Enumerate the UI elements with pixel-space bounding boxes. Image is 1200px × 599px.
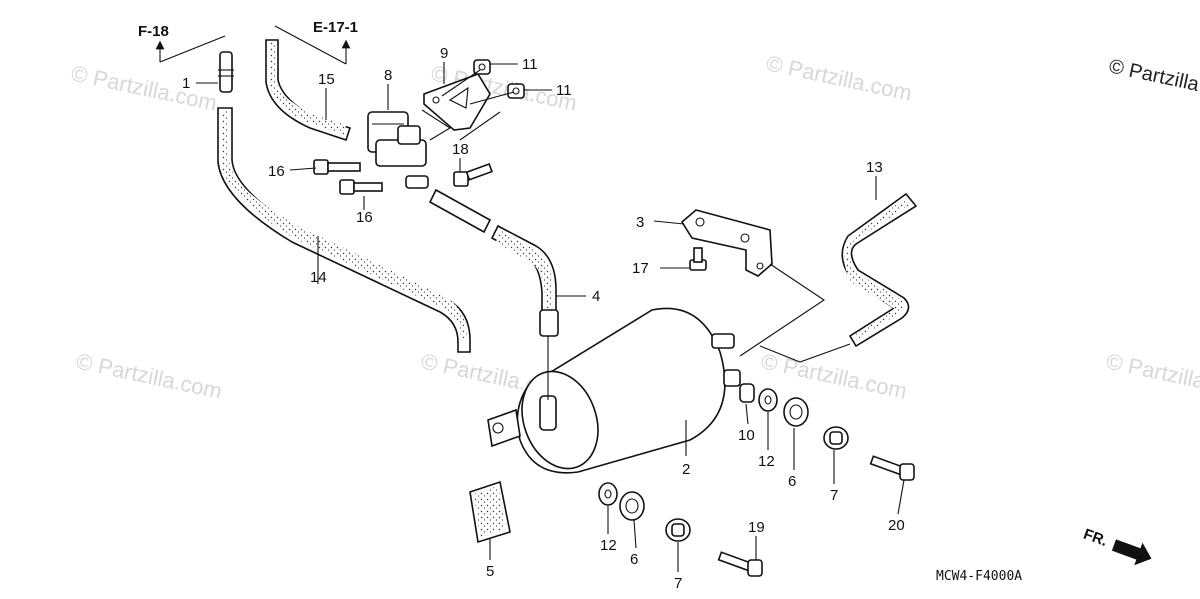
part-1-joint — [218, 51, 234, 93]
part-7-collar-a — [823, 426, 849, 450]
part-4-hose — [428, 188, 559, 337]
watermark-7: © Partzilla.com — [1104, 348, 1200, 403]
callout-6-right: 6 — [788, 473, 796, 490]
callout-2: 2 — [682, 461, 690, 478]
part-13-hose — [841, 192, 918, 348]
callout-8: 8 — [384, 67, 392, 84]
callout-1: 1 — [182, 75, 190, 92]
reference-e171: E-17-1 — [274, 19, 358, 65]
callout-3: 3 — [636, 214, 644, 231]
front-indicator-label: FR. — [1081, 526, 1110, 550]
watermark-1: © Partzilla.com — [69, 60, 219, 115]
part-10-collar — [739, 383, 755, 403]
part-19-bolt — [717, 551, 763, 577]
part-12-washer-b — [598, 482, 618, 506]
guide-lines — [421, 69, 851, 400]
callout-12-right: 12 — [758, 453, 775, 470]
callout-7-bottom: 7 — [674, 575, 682, 592]
reference-e171-label: E-17-1 — [313, 19, 358, 36]
callout-18: 18 — [452, 141, 469, 158]
part-3-bracket — [680, 209, 773, 277]
callout-15: 15 — [318, 71, 335, 88]
callout-20: 20 — [888, 517, 905, 534]
watermark-6: © Partzilla.com — [759, 348, 909, 403]
part-11-nut-b — [507, 83, 525, 99]
copyright-notice: © Partzilla — [1107, 55, 1200, 96]
part-15-hose — [265, 39, 352, 142]
part-2-canister — [487, 307, 741, 474]
front-indicator: FR. — [1081, 526, 1152, 566]
part-20-bolt — [869, 455, 915, 481]
part-6-grommet-b — [619, 491, 645, 521]
part-16-bolt-b — [339, 179, 383, 195]
callout-16-left: 16 — [268, 163, 285, 180]
part-11-nut-a — [473, 59, 491, 75]
callout-14: 14 — [310, 269, 327, 286]
part-9-bracket — [423, 73, 491, 131]
leader-lines — [196, 62, 905, 572]
part-12-washer-a — [758, 388, 778, 412]
part-7-collar-b — [665, 518, 691, 542]
part-16-bolt-a — [313, 159, 361, 175]
part-8-solenoid-valve — [367, 111, 429, 189]
part-5-pad — [469, 480, 511, 544]
callout-16-bottom: 16 — [356, 209, 373, 226]
callout-9: 9 — [440, 45, 448, 62]
front-arrow-icon — [1111, 539, 1152, 566]
callout-11-lower: 11 — [556, 82, 572, 99]
callout-10: 10 — [738, 427, 755, 444]
callout-7-right: 7 — [830, 487, 838, 504]
reference-f18-label: F-18 — [138, 23, 169, 40]
callout-12-bottom: 12 — [600, 537, 617, 554]
callout-17: 17 — [632, 260, 649, 277]
callout-13: 13 — [866, 159, 883, 176]
watermark-4: © Partzilla.com — [74, 348, 224, 403]
reference-f18: F-18 — [138, 23, 226, 63]
callout-19: 19 — [748, 519, 765, 536]
part-6-grommet-a — [783, 397, 809, 427]
callout-5: 5 — [486, 563, 494, 580]
callout-6-bottom: 6 — [630, 551, 638, 568]
part-17-bolt — [689, 247, 707, 271]
callouts: 1 2 3 4 5 6 6 7 7 8 9 10 11 11 12 12 13 … — [182, 45, 905, 592]
diagram-code: MCW4-F4000A — [936, 569, 1022, 584]
watermark-3: © Partzilla.com — [764, 50, 914, 105]
part-14-hose — [217, 107, 471, 353]
callout-4: 4 — [592, 288, 600, 305]
part-18-bolt — [453, 163, 493, 187]
callout-11-upper: 11 — [522, 56, 538, 73]
